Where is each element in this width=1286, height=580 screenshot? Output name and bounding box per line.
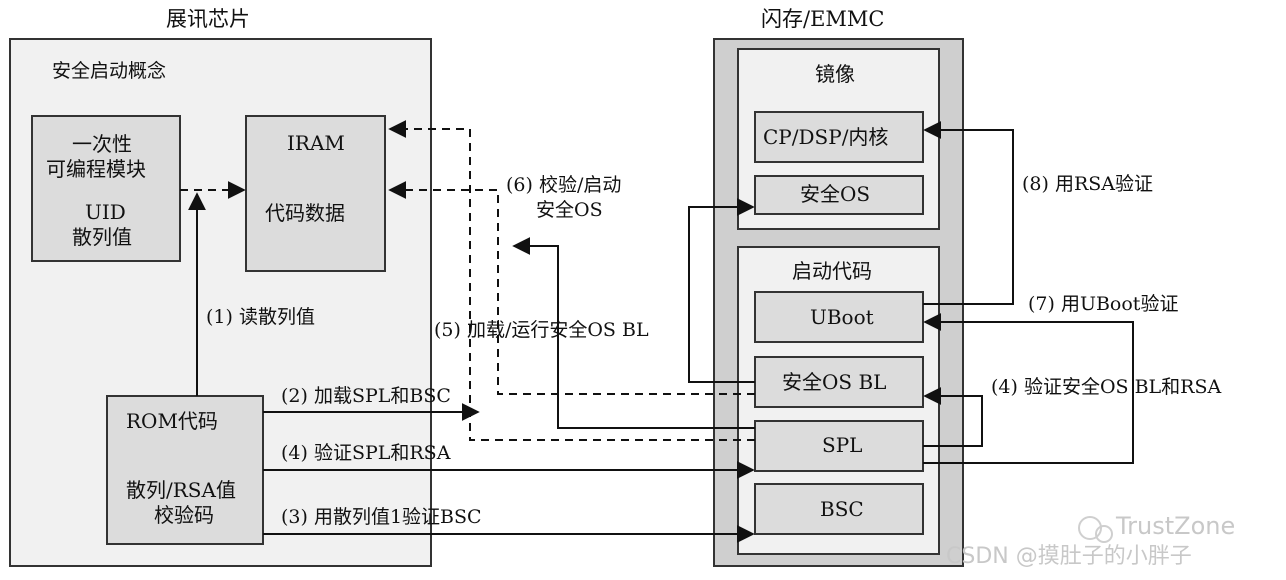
step-2-label: (2) 加载SPL和BSC xyxy=(281,385,451,407)
spl-label: SPL xyxy=(822,433,863,457)
step-8-label: (8) 用RSA验证 xyxy=(1022,173,1153,195)
chip-title: 展讯芯片 xyxy=(166,7,250,31)
step-1-label: (1) 读散列值 xyxy=(206,306,315,328)
wechat-icon xyxy=(1078,516,1102,540)
cp-dsp-box xyxy=(754,111,924,163)
step-4b-label: (4) 验证安全OS BL和RSA xyxy=(991,376,1222,398)
image-title: 镜像 xyxy=(815,62,855,86)
run-os-bl-arrow xyxy=(512,237,755,429)
step-5-label: (5) 加载/运行安全OS BL xyxy=(434,319,649,341)
secure-boot-concept: 安全启动概念 xyxy=(52,60,167,82)
verify-os-bl-arrow xyxy=(923,387,983,447)
bsc-label: BSC xyxy=(820,497,864,521)
otp-box xyxy=(31,115,181,262)
step-6-line2: 安全OS xyxy=(536,199,603,221)
secure-os-bl-label: 安全OS BL xyxy=(782,370,887,394)
step-7-label: (7) 用UBoot验证 xyxy=(1028,293,1179,315)
watermark-credit: CSDN @摸肚子的小胖子 xyxy=(946,544,1192,569)
rom-line1: ROM代码 xyxy=(126,409,218,433)
secure-os-bl-box xyxy=(754,356,924,408)
uboot-label: UBoot xyxy=(810,305,874,329)
otp-line2: 可编程模块 xyxy=(46,157,146,181)
step-4a-label: (4) 验证SPL和RSA xyxy=(281,442,451,464)
iram-line2: 代码数据 xyxy=(265,201,345,225)
rom-line2: 散列/RSA值 xyxy=(126,478,236,502)
iram-line1: IRAM xyxy=(287,131,345,155)
wechat-icon-inner xyxy=(1095,525,1113,543)
iram-box xyxy=(245,115,386,272)
otp-line3: UID xyxy=(85,200,126,224)
step-3-label: (3) 用散列值1验证BSC xyxy=(281,506,482,528)
secure-os-label: 安全OS xyxy=(800,182,871,206)
cp-dsp-label: CP/DSP/内核 xyxy=(763,125,889,149)
flash-title: 闪存/EMMC xyxy=(761,7,885,31)
check-boot-os-dashed-1 xyxy=(388,120,755,441)
step-6-line1: (6) 校验/启动 xyxy=(506,174,622,196)
bsc-box xyxy=(754,483,924,535)
boot-code-title: 启动代码 xyxy=(792,259,872,283)
rom-line3: 校验码 xyxy=(154,503,214,527)
load-os-bl-dashed xyxy=(388,181,755,395)
rsa-verify-arrow xyxy=(923,121,1014,305)
uboot-box xyxy=(754,291,924,343)
spl-box xyxy=(754,420,924,472)
otp-line4: 散列值 xyxy=(72,225,132,249)
secure-os-box xyxy=(754,175,924,215)
bl-to-secure-os-arrow xyxy=(688,198,755,383)
otp-line1: 一次性 xyxy=(72,132,132,156)
uboot-verify-arrow xyxy=(923,313,1134,464)
watermark-brand: TrustZone xyxy=(1116,512,1236,540)
rom-box xyxy=(106,395,264,545)
